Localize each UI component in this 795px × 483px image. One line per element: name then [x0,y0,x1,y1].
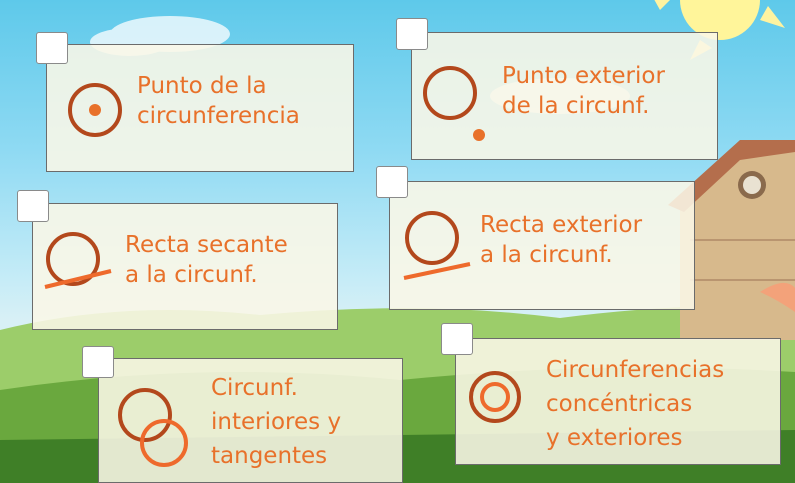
option-checkbox-4[interactable] [376,166,408,198]
option-card-point-inside[interactable]: Punto de la circunferencia [46,44,354,172]
option-card-point-outside[interactable]: Punto exterior de la circunf. [411,32,718,160]
option-card-exterior-line[interactable]: Recta exterior a la circunf. [389,181,695,310]
option-card-secant-line[interactable]: Recta secante a la circunf. [32,203,338,330]
point-inside-circle-icon [68,83,122,137]
option-label: Punto exterior de la circunf. [502,63,665,119]
option-checkbox-6[interactable] [441,323,473,355]
option-card-interior-tangent[interactable]: Circunf. interiores y tangentes [98,358,403,483]
option-card-concentric[interactable]: Circunferencias concéntricas y exteriore… [455,338,781,465]
option-checkbox-1[interactable] [36,32,68,64]
sun-image [654,0,785,60]
exterior-line-circle-icon [403,211,471,280]
intersecting-circles-icon [118,388,188,467]
option-checkbox-5[interactable] [82,346,114,378]
option-label: Recta secante a la circunf. [125,232,288,288]
secant-line-circle-icon [44,232,112,289]
barn-image [668,140,795,340]
option-checkbox-3[interactable] [17,190,49,222]
option-label: Recta exterior a la circunf. [480,212,643,268]
option-label: Punto de la circunferencia [137,73,300,129]
option-label: Circunf. interiores y tangentes [211,375,342,469]
option-checkbox-2[interactable] [396,18,428,50]
point-outside-circle-icon [423,66,485,141]
concentric-circles-icon [469,371,521,423]
option-label: Circunferencias concéntricas y exteriore… [546,357,725,451]
